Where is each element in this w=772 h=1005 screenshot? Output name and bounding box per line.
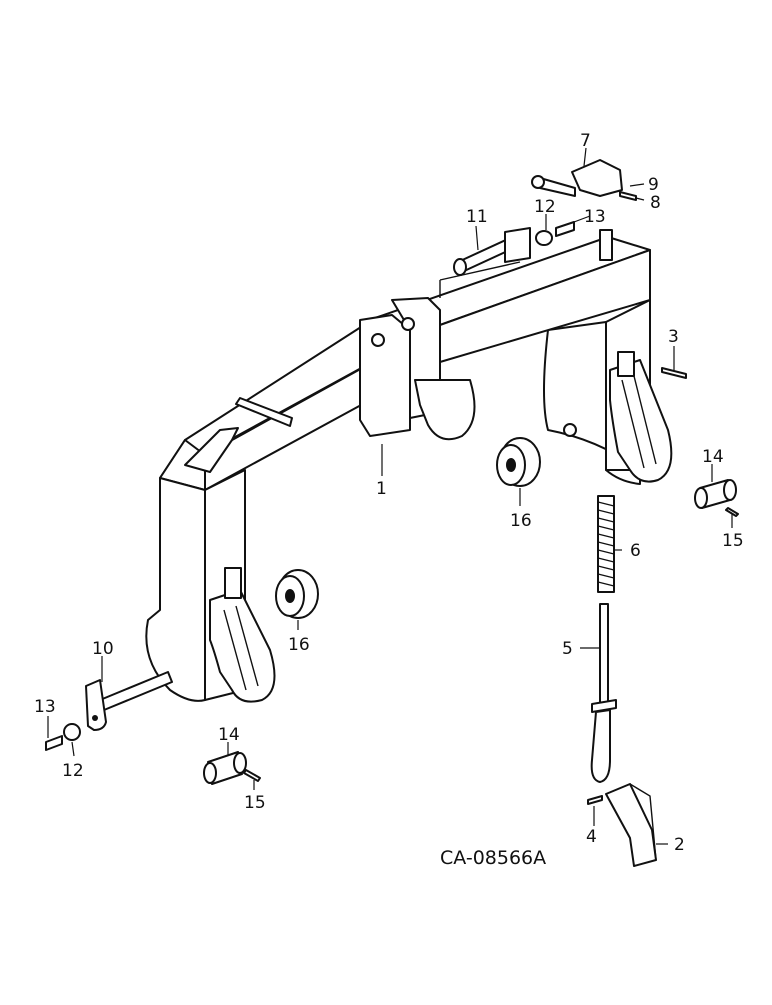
frame-assembly	[145, 229, 673, 703]
label-part-9: 9	[648, 175, 659, 195]
label-part-10: 10	[92, 639, 114, 659]
label-part-4: 4	[586, 827, 597, 847]
callout-labels: 1 2 3 4 5 6 7 8 9 10 11 12 13 12 13 14 1…	[34, 131, 744, 869]
label-part-1: 1	[376, 479, 387, 499]
label-part-5: 5	[562, 639, 573, 659]
rod	[590, 603, 617, 783]
washer-screw-top	[535, 221, 575, 246]
label-part-14-right: 14	[702, 447, 724, 467]
handle	[605, 783, 657, 867]
label-part-7: 7	[580, 131, 591, 151]
leader-lines	[47, 147, 733, 845]
label-part-11: 11	[466, 207, 488, 227]
latch-lever	[531, 159, 623, 197]
label-part-12-bottom: 12	[62, 761, 84, 781]
bushing-right	[694, 479, 737, 509]
roller-left	[275, 569, 319, 619]
label-part-16-left: 16	[288, 635, 310, 655]
pin-with-plate-10	[85, 671, 173, 731]
cotter-pin-right	[725, 507, 739, 517]
label-part-13-top: 13	[584, 207, 606, 227]
roller-center	[496, 437, 541, 487]
label-part-14-bottom: 14	[218, 725, 240, 745]
cotter-pin-bottom	[243, 769, 261, 782]
reference-code: CA-08566A	[440, 847, 546, 869]
spring	[597, 495, 615, 593]
washer-screw-bottom	[45, 723, 81, 751]
pin-with-plate-11	[453, 227, 531, 276]
label-part-15-bottom: 15	[244, 793, 266, 813]
label-part-2: 2	[674, 835, 685, 855]
label-part-6: 6	[630, 541, 641, 561]
label-part-13-bottom: 13	[34, 697, 56, 717]
label-part-15-right: 15	[722, 531, 744, 551]
pin-3	[661, 367, 687, 379]
pin-4	[587, 795, 603, 805]
label-part-16-center: 16	[510, 511, 532, 531]
label-part-3: 3	[668, 327, 679, 347]
label-part-8: 8	[650, 193, 661, 213]
bushing-bottom	[203, 751, 247, 785]
label-part-12-top: 12	[534, 197, 556, 217]
pin-8-9	[619, 191, 637, 201]
